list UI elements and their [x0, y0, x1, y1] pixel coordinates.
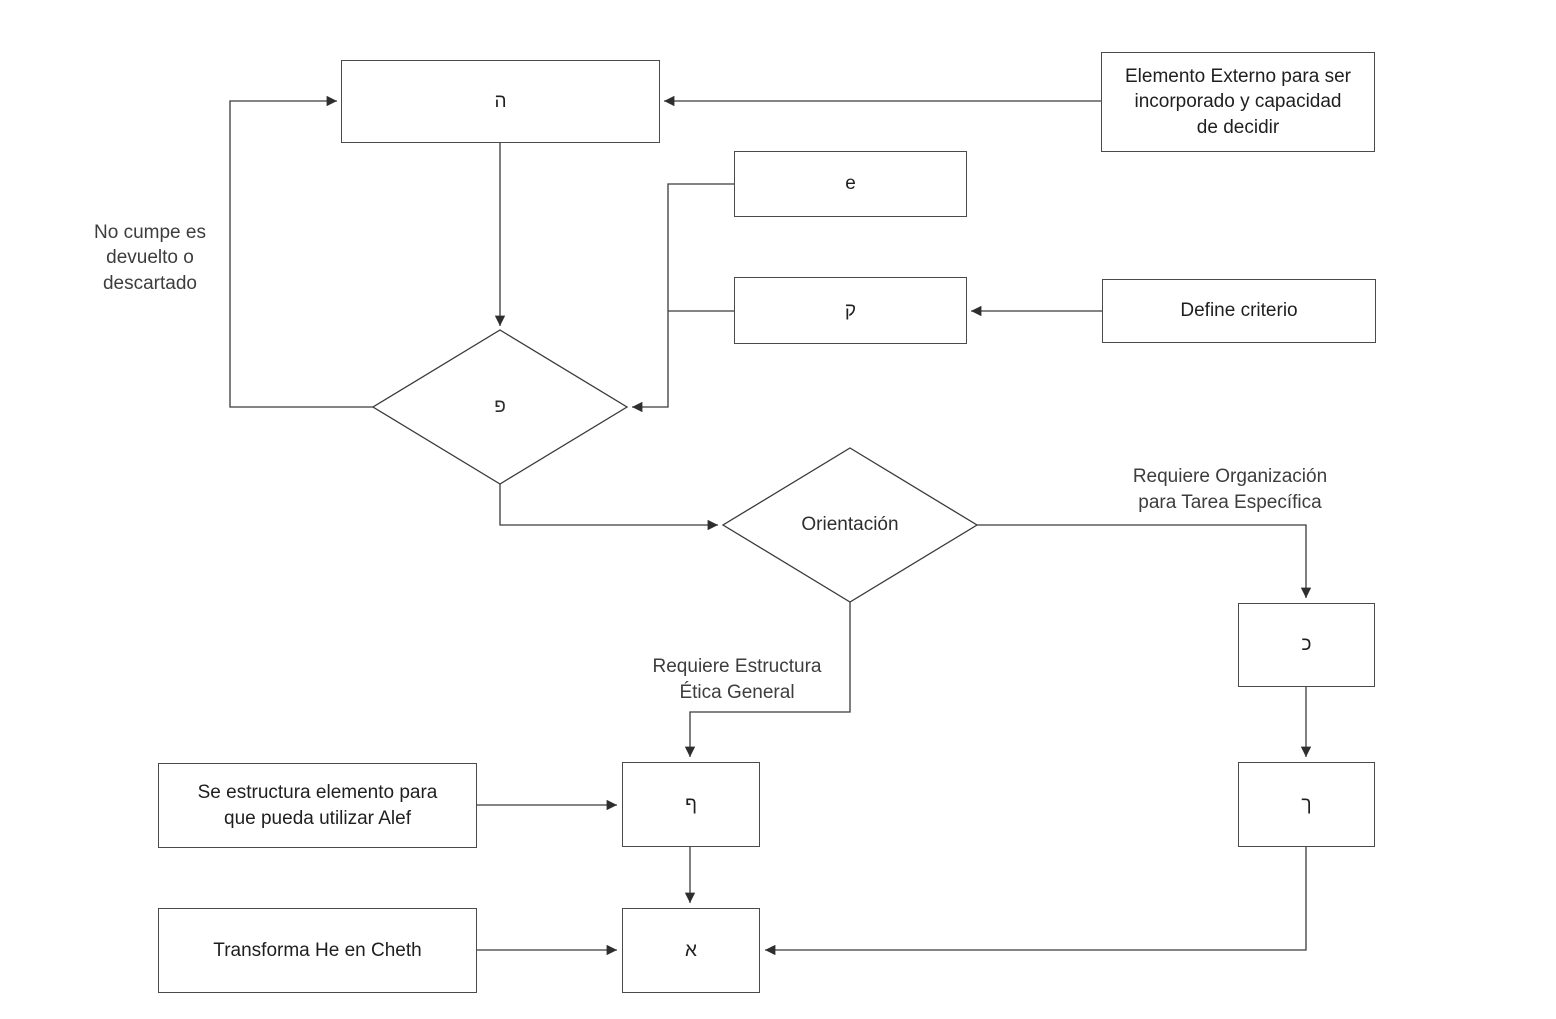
- edge-orientacion-to-pe-final: [684, 602, 851, 757]
- node-kaf-final-label: ך: [1301, 793, 1312, 815]
- annotation-requiere-organizacion: Requiere Organización para Tarea Específ…: [1085, 460, 1375, 520]
- annotation-no-cumple-text: No cumpe es devuelto o descartado: [94, 221, 206, 294]
- node-se-estructura: Se estructura elemento para que pueda ut…: [158, 763, 477, 848]
- edge-pe-feedback-to-he: [229, 95, 373, 408]
- node-e-label: e: [845, 173, 856, 195]
- edge-orientacion-to-kaf: [977, 524, 1312, 598]
- node-he-label: ה: [494, 90, 507, 112]
- node-kaf: כ: [1238, 603, 1375, 687]
- orientacion-decision-label-text: Orientación: [801, 514, 899, 536]
- node-qof-label: ק: [844, 299, 857, 321]
- annotation-requiere-estructura-etica: Requiere Estructura Ética General: [612, 650, 862, 710]
- node-kaf-label: כ: [1301, 634, 1312, 656]
- edge-kaf-final-to-alef: [765, 847, 1307, 956]
- node-transforma-he-cheth: Transforma He en Cheth: [158, 908, 477, 993]
- edge-pe-to-orientacion: [499, 484, 718, 531]
- node-elemento-externo-label: Elemento Externo para ser incorporado y …: [1124, 65, 1351, 138]
- node-alef-label: א: [685, 939, 697, 961]
- node-he: ה: [341, 60, 660, 143]
- pe-decision-label: פ: [440, 387, 560, 427]
- node-transforma-he-cheth-label: Transforma He en Cheth: [213, 939, 422, 961]
- node-se-estructura-label: Se estructura elemento para que pueda ut…: [197, 781, 438, 829]
- node-elemento-externo: Elemento Externo para ser incorporado y …: [1101, 52, 1375, 152]
- orientacion-decision-label: Orientación: [770, 505, 930, 545]
- node-pe-final-label: ף: [685, 793, 697, 815]
- node-define-criterio: Define criterio: [1102, 279, 1376, 343]
- annotation-requiere-estructura-etica-text: Requiere Estructura Ética General: [652, 656, 822, 703]
- pe-decision-label-text: פ: [494, 396, 506, 418]
- node-kaf-final: ך: [1238, 762, 1375, 847]
- node-e: e: [734, 151, 967, 217]
- edge-e-to-pe: [632, 183, 734, 413]
- node-define-criterio-label: Define criterio: [1180, 300, 1298, 322]
- annotation-no-cumple: No cumpe es devuelto o descartado: [60, 212, 240, 304]
- node-alef: א: [622, 908, 760, 993]
- annotation-requiere-organizacion-text: Requiere Organización para Tarea Específ…: [1132, 466, 1328, 513]
- node-qof: ק: [734, 277, 967, 344]
- node-pe-final: ף: [622, 762, 760, 847]
